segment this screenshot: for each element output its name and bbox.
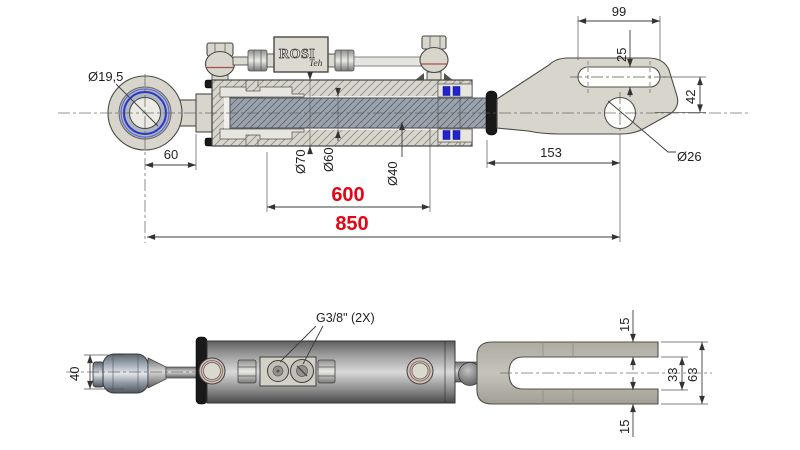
left-elbow-fitting — [204, 42, 249, 83]
fork-end-plan — [454, 341, 659, 405]
fork — [476, 341, 659, 405]
dim-bore: Ø60 — [321, 147, 336, 172]
top-view: ROSI Teh — [58, 4, 748, 243]
dim-ball-width: 40 — [67, 367, 82, 381]
dim-hole-dia: Ø26 — [677, 149, 702, 164]
right-elbow-fitting — [414, 35, 454, 82]
dim-stroke-length: 600 — [331, 184, 364, 206]
bottom-view: 40 G3/8" (2X) 15 33 63 15 — [66, 310, 712, 437]
clevis-plate — [496, 57, 679, 135]
dim-slot-inner: 33 — [665, 368, 680, 382]
top-dimensions: Ø19,5 60 Ø70 Ø60 Ø40 153 — [88, 4, 706, 242]
dim-eye-offset: 60 — [164, 147, 178, 162]
dim-slot-width: 25 — [614, 48, 629, 62]
dim-body-od: Ø70 — [293, 149, 308, 174]
brand-name: ROSI — [279, 47, 315, 62]
cylinder-plan — [195, 336, 456, 405]
dim-overall-length: 850 — [335, 213, 368, 235]
dim-rod: Ø40 — [385, 161, 400, 186]
dim-rod-to-hole: 153 — [540, 145, 562, 160]
dim-slot-length: 99 — [612, 4, 626, 19]
brand-valve-block: ROSI Teh — [273, 36, 329, 73]
dim-prong-bottom: 15 — [617, 420, 632, 434]
rod-seal — [452, 86, 461, 96]
rod-seal — [442, 130, 451, 140]
dim-eye-bore: Ø19,5 — [88, 69, 123, 84]
dim-fork-outer: 63 — [685, 368, 700, 382]
bottom-dimensions: 40 G3/8" (2X) 15 33 63 15 — [67, 310, 708, 437]
dim-ports-label: G3/8" (2X) — [316, 311, 375, 325]
dim-hole-offset: 42 — [683, 90, 698, 104]
dim-prong-top: 15 — [617, 318, 632, 332]
brand-sub: Teh — [309, 59, 323, 69]
rod-seal — [442, 86, 451, 96]
top-centerlines — [58, 74, 748, 243]
ball-end-plan — [92, 353, 199, 394]
rod-seal — [452, 130, 461, 140]
